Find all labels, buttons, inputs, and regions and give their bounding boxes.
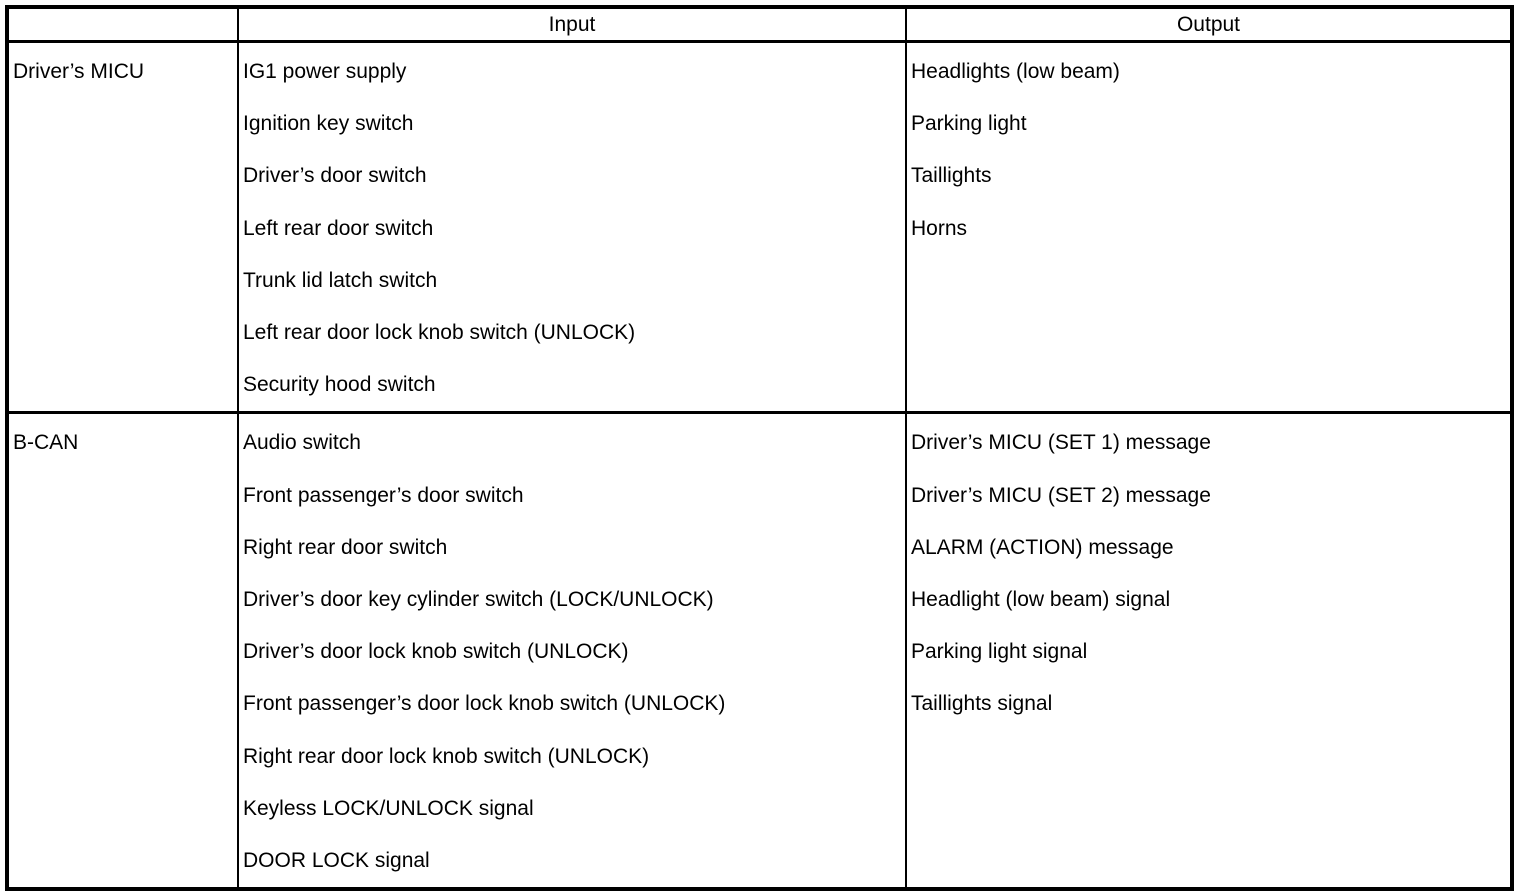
input-item: IG1 power supply bbox=[243, 60, 407, 83]
row-source-cell: B-CAN bbox=[5, 411, 239, 891]
output-item: Taillights signal bbox=[911, 692, 1053, 716]
input-item: Ignition key switch bbox=[243, 112, 414, 136]
input-item: Left rear door lock knob switch (UNLOCK) bbox=[243, 321, 636, 345]
output-item: Headlights (low beam) bbox=[911, 60, 1120, 83]
input-item: Security hood switch bbox=[243, 373, 436, 397]
input-item: Driver’s door switch bbox=[243, 164, 427, 188]
input-item: DOOR LOCK signal bbox=[243, 849, 430, 873]
output-item: Horns bbox=[911, 216, 968, 240]
input-item: Driver’s door key cylinder switch (LOCK/… bbox=[243, 588, 714, 612]
output-item: Parking light bbox=[911, 112, 1027, 136]
output-item: Driver’s MICU (SET 2) message bbox=[911, 483, 1211, 507]
input-item: Audio switch bbox=[243, 431, 361, 455]
row-source-label: Driver’s MICU bbox=[13, 60, 145, 83]
input-item: Driver’s door lock knob switch (UNLOCK) bbox=[243, 640, 629, 664]
input-item: Left rear door switch bbox=[243, 216, 434, 240]
output-item: ALARM (ACTION) message bbox=[911, 535, 1174, 559]
output-item: Parking light signal bbox=[911, 640, 1088, 664]
header-source-cell bbox=[5, 5, 239, 43]
input-item: Right rear door switch bbox=[243, 535, 448, 559]
header-output-cell: Output bbox=[905, 5, 1514, 43]
input-output-table: Input Output Driver’s MICU IG1 power sup… bbox=[5, 5, 1514, 892]
input-item: Front passenger’s door switch bbox=[243, 483, 524, 507]
input-item: Right rear door lock knob switch (UNLOCK… bbox=[243, 744, 650, 768]
row-source-cell: Driver’s MICU bbox=[5, 40, 239, 414]
output-item: Taillights bbox=[911, 164, 992, 188]
output-item: Driver’s MICU (SET 1) message bbox=[911, 431, 1211, 455]
output-item: Headlight (low beam) signal bbox=[911, 588, 1171, 612]
header-input-cell: Input bbox=[237, 5, 907, 43]
input-item: Front passenger’s door lock knob switch … bbox=[243, 692, 726, 716]
row-source-label: B-CAN bbox=[13, 431, 79, 455]
input-item: Keyless LOCK/UNLOCK signal bbox=[243, 796, 534, 820]
input-item: Trunk lid latch switch bbox=[243, 268, 438, 292]
header-row: Input Output bbox=[5, 5, 1514, 43]
